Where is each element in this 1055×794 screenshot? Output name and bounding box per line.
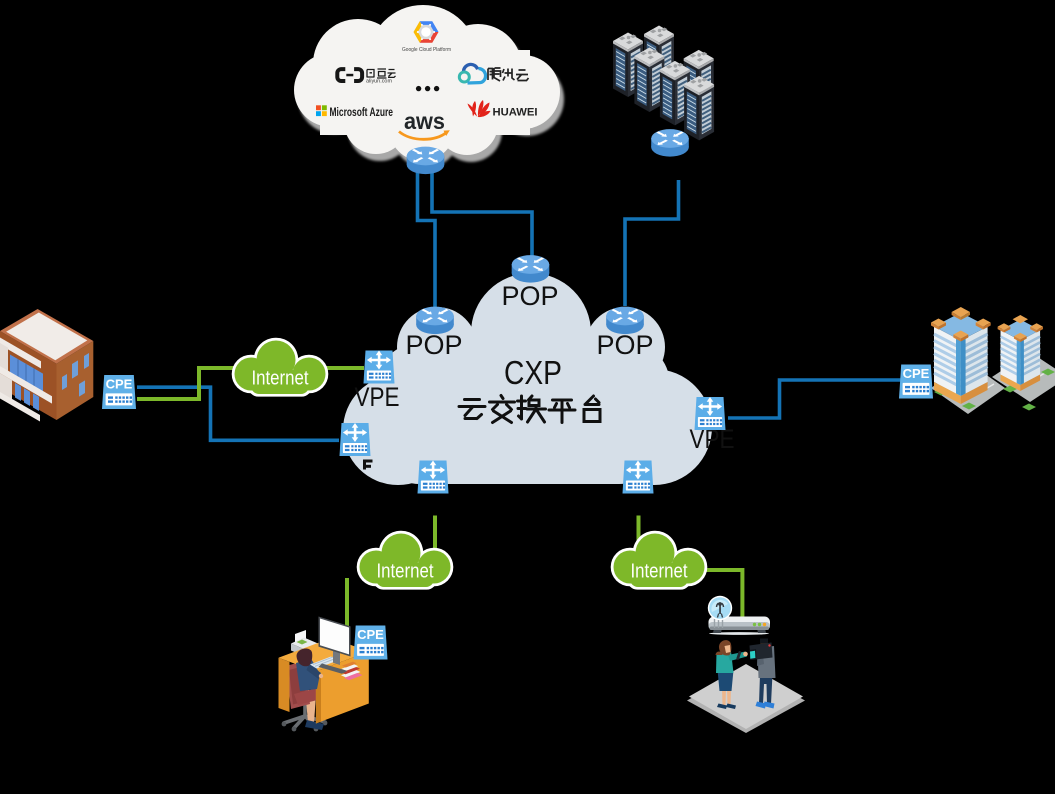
svg-text:aliyun.com: aliyun.com (366, 79, 392, 85)
svg-text:Microsoft Azure: Microsoft Azure (330, 106, 394, 119)
svg-text:Internet: Internet (252, 368, 309, 390)
svg-text:POP: POP (596, 330, 653, 360)
svg-text:aws: aws (404, 108, 445, 134)
svg-text:VPE: VPE (355, 382, 400, 412)
svg-text:Google Cloud Platform: Google Cloud Platform (402, 47, 451, 53)
svg-text:Internet: Internet (377, 561, 434, 583)
svg-text:POP: POP (501, 281, 558, 311)
svg-text:HUAWEI: HUAWEI (493, 107, 538, 119)
svg-text:CXP: CXP (504, 354, 562, 391)
svg-text:Internet: Internet (631, 561, 688, 583)
svg-text:POP: POP (405, 330, 462, 360)
